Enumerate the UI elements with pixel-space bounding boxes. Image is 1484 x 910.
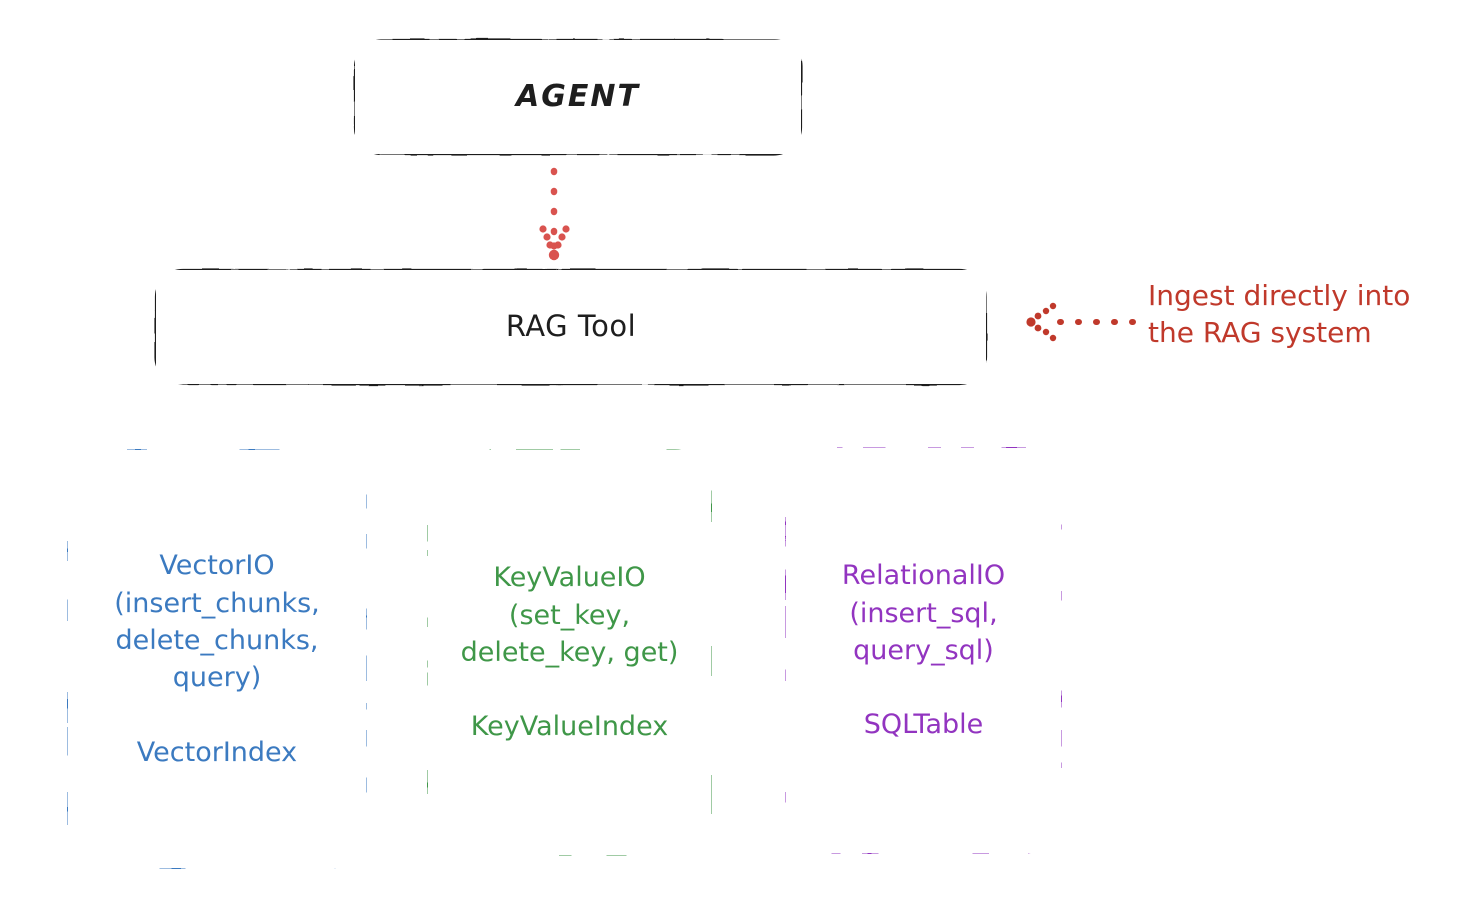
- node-vector-io-label: VectorIO (insert_chunks, delete_chunks, …: [114, 550, 320, 768]
- node-agent[interactable]: AGENT: [355, 40, 801, 154]
- node-key-value-io[interactable]: KeyValueIO (set_key, delete_key, get) Ke…: [428, 450, 711, 855]
- node-relational-io-label: RelationalIO (insert_sql, query_sql) SQL…: [841, 560, 1006, 741]
- node-relational-io[interactable]: RelationalIO (insert_sql, query_sql) SQL…: [786, 448, 1061, 853]
- ingest-arrow: [1026, 302, 1143, 342]
- node-agent-label: AGENT: [516, 78, 640, 114]
- node-key-value-io-label: KeyValueIO (set_key, delete_key, get) Ke…: [460, 562, 679, 743]
- node-vector-io[interactable]: VectorIO (insert_chunks, delete_chunks, …: [68, 450, 366, 868]
- node-rag-tool[interactable]: RAG Tool: [156, 270, 986, 384]
- node-rag-tool-label: RAG Tool: [505, 309, 637, 344]
- ingest-annotation-text: Ingest directly into the RAG system: [1148, 279, 1411, 349]
- agent-to-rag-tool-arrow: [539, 167, 570, 261]
